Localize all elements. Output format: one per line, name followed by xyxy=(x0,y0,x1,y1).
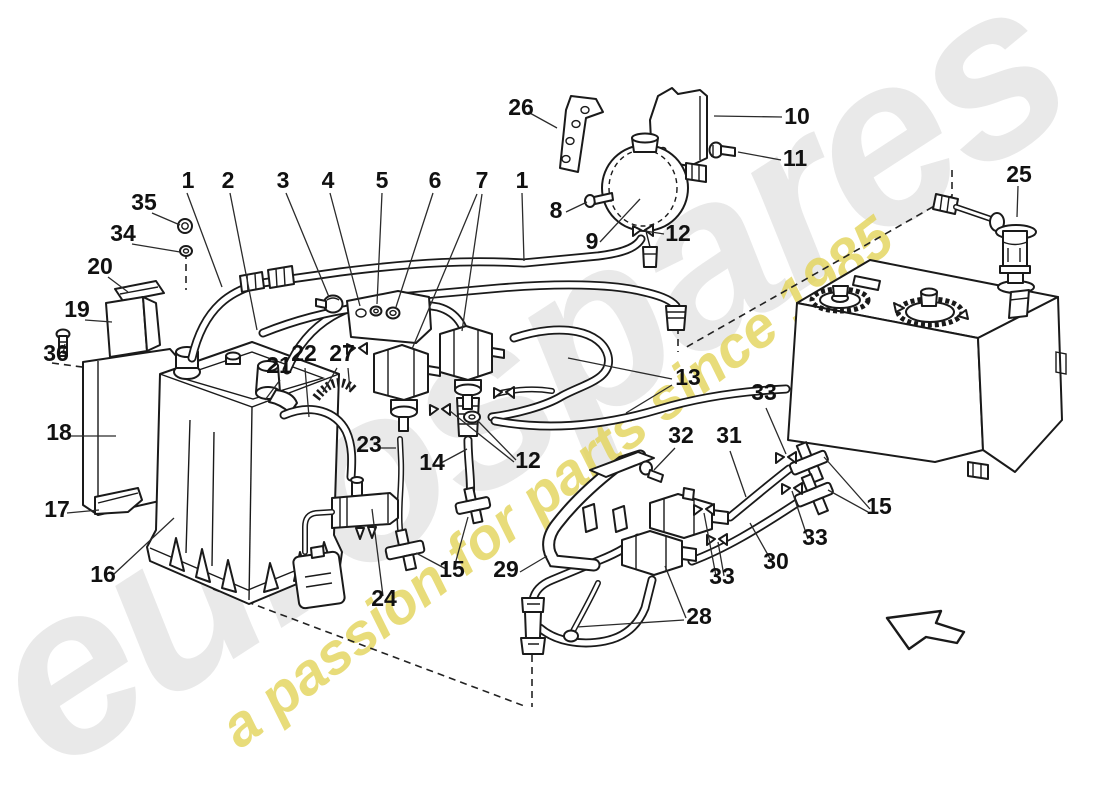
bolt-32 xyxy=(639,460,664,483)
t-fitting-15-tank-lower xyxy=(793,473,834,516)
callout-22: 22 xyxy=(291,340,317,366)
alignment-dashed-lines xyxy=(51,154,953,708)
callout-3: 3 xyxy=(277,167,290,193)
quick-connector-28 xyxy=(520,597,546,655)
callout-18: 18 xyxy=(46,419,72,445)
bolt-36 xyxy=(55,328,71,357)
grommet-5 xyxy=(369,305,383,317)
bracket-10 xyxy=(649,87,708,167)
grommet-6 xyxy=(385,306,401,320)
callout-13: 13 xyxy=(675,364,701,390)
filter-24 xyxy=(292,545,346,610)
t-fittings xyxy=(384,441,834,572)
mounting-panels xyxy=(105,280,165,358)
callout-21: 21 xyxy=(266,352,292,378)
callout-33a: 33 xyxy=(751,379,777,405)
bolt-11 xyxy=(708,141,736,159)
callout-15b: 15 xyxy=(866,493,892,519)
callout-4: 4 xyxy=(322,167,335,193)
elbow-nub-12 xyxy=(463,410,481,424)
bolt-8 xyxy=(584,192,614,208)
direction-arrow xyxy=(885,609,966,651)
heat-shield xyxy=(82,348,178,516)
sender-flange-right xyxy=(893,287,969,328)
callout-5: 5 xyxy=(376,167,389,193)
bracket-hole-4 xyxy=(355,308,367,318)
hose-clips xyxy=(346,224,803,546)
valve-pack-28 xyxy=(520,487,729,655)
leader-lines xyxy=(62,111,1019,628)
t-fitting-15-left xyxy=(384,528,426,572)
callout-36: 36 xyxy=(43,340,69,366)
hose-stub-end xyxy=(563,629,579,643)
callout-26: 26 xyxy=(508,94,534,120)
bracket-29 xyxy=(542,449,664,572)
bracket-26 xyxy=(559,95,604,173)
pump-body-9 xyxy=(601,132,707,268)
valve-fitting-3 xyxy=(315,294,344,314)
callout-19: 19 xyxy=(64,296,90,322)
callout-23: 23 xyxy=(356,431,382,457)
callout-1a: 1 xyxy=(182,167,195,193)
callout-10: 10 xyxy=(784,103,810,129)
callout-34: 34 xyxy=(110,220,136,246)
solenoid-valves xyxy=(373,325,555,432)
tank-strap xyxy=(1008,289,1030,319)
callout-25: 25 xyxy=(1006,161,1032,187)
canister-cap-21 xyxy=(255,360,298,414)
connector-1-right xyxy=(665,305,687,331)
callout-33c: 33 xyxy=(709,563,735,589)
callouts: 1 2 3 4 5 6 7 1 26 10 11 8 9 12 25 35 34… xyxy=(43,94,1032,629)
callout-12a: 12 xyxy=(665,220,691,246)
callout-27: 27 xyxy=(329,340,355,366)
callout-33b: 33 xyxy=(802,524,828,550)
callout-8: 8 xyxy=(550,197,563,223)
callout-30: 30 xyxy=(763,548,789,574)
callout-6: 6 xyxy=(429,167,442,193)
callout-15a: 15 xyxy=(439,556,465,582)
callout-17: 17 xyxy=(44,496,70,522)
callout-28: 28 xyxy=(686,603,712,629)
sender-flange-left xyxy=(809,285,871,314)
callout-16: 16 xyxy=(90,561,116,587)
callout-1b: 1 xyxy=(516,167,529,193)
nut-35 xyxy=(177,218,193,234)
t-fitting-15-mid xyxy=(454,486,492,525)
callout-24: 24 xyxy=(371,585,397,611)
small-fasteners xyxy=(55,218,193,357)
callout-11: 11 xyxy=(783,145,808,171)
callout-35: 35 xyxy=(131,189,157,215)
check-valve-24 xyxy=(292,476,399,610)
callout-32: 32 xyxy=(668,422,694,448)
leak-detection-pump xyxy=(559,87,736,268)
callout-9: 9 xyxy=(586,228,599,254)
callout-7: 7 xyxy=(476,167,489,193)
callout-29: 29 xyxy=(493,556,519,582)
solenoid-valve-left xyxy=(373,344,441,432)
callout-31: 31 xyxy=(716,422,742,448)
callout-14: 14 xyxy=(419,449,445,475)
callout-20: 20 xyxy=(87,253,113,279)
fuel-pump-25 xyxy=(932,193,1037,284)
callout-2: 2 xyxy=(222,167,235,193)
callout-12b: 12 xyxy=(515,447,541,473)
fuel-tank xyxy=(787,193,1067,480)
top-bracket xyxy=(315,290,432,344)
washer-34 xyxy=(179,245,193,257)
drain-fitting xyxy=(967,461,989,480)
